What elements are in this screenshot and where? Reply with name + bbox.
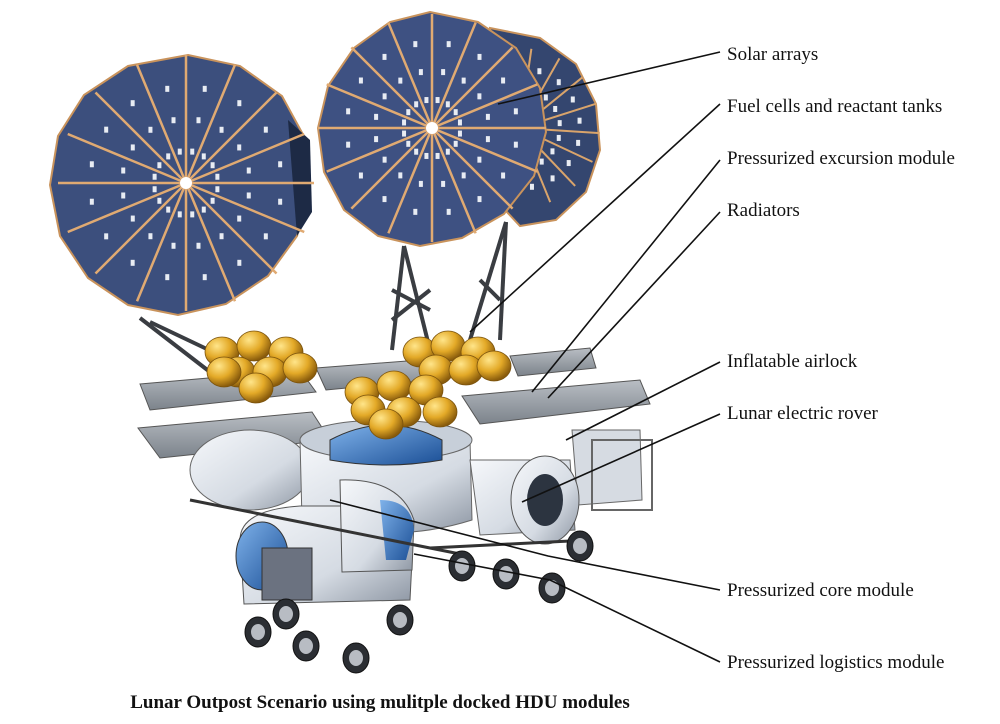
label-radiators: Radiators [727,200,800,221]
reactant-tanks [204,330,512,440]
habitat-modules [189,419,653,605]
leader-lines [329,51,721,663]
label-logistics-module: Pressurized logistics module [727,652,945,673]
solar-array-center [316,10,548,248]
label-solar-arrays: Solar arrays [727,44,819,65]
label-fuel-cells: Fuel cells and reactant tanks [727,96,943,117]
label-inflatable-airlock: Inflatable airlock [727,351,858,372]
figure-caption: Lunar Outpost Scenario using mulitple do… [130,692,630,713]
label-electric-rover: Lunar electric rover [727,403,878,424]
rover-wheels [244,530,594,674]
label-excursion-module: Pressurized excursion module [727,148,955,169]
solar-array-left [48,53,314,317]
label-core-module: Pressurized core module [727,580,914,601]
